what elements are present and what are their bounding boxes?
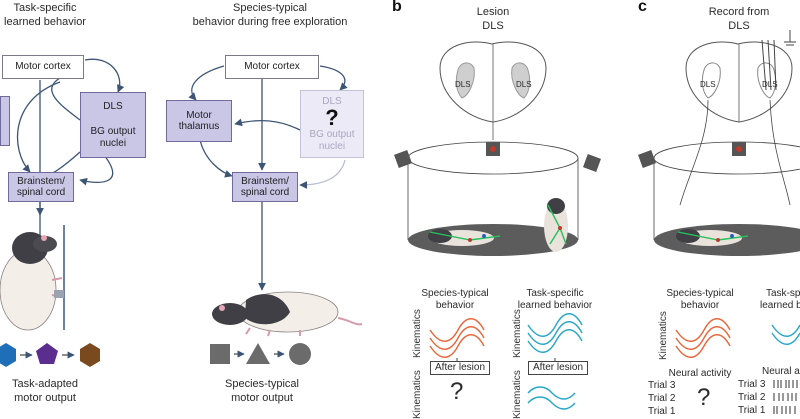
panel-c-letter: c [638, 0, 647, 15]
panel-b-waves [429, 313, 583, 410]
right-brainstem-line1: Brainstem/ [241, 175, 289, 187]
right-question-mark: ? [325, 105, 339, 131]
panel-c-kinematics: Kinematics [658, 311, 669, 360]
panel-c-dls-right: DLS [762, 80, 778, 89]
panel-b-after-lesion-right: After lesion [528, 361, 589, 375]
panel-b-title-line1: Lesion [476, 6, 510, 18]
right-motor-thalamus-box: Motor thalamus [166, 100, 232, 142]
panel-b-task-line2: learned behavior [517, 300, 593, 311]
right-motor-thalamus-line1: Motor [186, 109, 212, 121]
left-title-line1: Task-specific [13, 2, 77, 14]
right-basal-ganglia-box: DLS ? BG output nuclei [300, 90, 364, 158]
panel-c-species-line1: Species-typical [666, 288, 734, 299]
left-brainstem-box: Brainstem/ spinal cord [8, 172, 74, 202]
left-bg-output-line1: BG output [90, 126, 136, 138]
left-output-line1: Task-adapted [11, 378, 79, 390]
panel-b-kinematics-bottom: Kinematics [412, 370, 423, 419]
panel-c-dls-left: DLS [700, 80, 716, 89]
right-output-shapes [210, 343, 311, 365]
panel-b-task-line1: Task-specific [526, 288, 584, 299]
left-dls-label: DLS [103, 100, 123, 112]
right-brainstem-line2: spinal cord [240, 187, 290, 198]
panel-c-task-line2: learned b [760, 300, 800, 311]
left-motor-cortex-box: Motor cortex [2, 55, 84, 79]
panel-c-neural-activity: Neural activity [668, 368, 732, 379]
left-rat-illustration [0, 225, 65, 331]
panel-b-species-line2: behavior [435, 300, 475, 311]
panel-c-task-line1: Task-spe [766, 288, 800, 299]
panel-b-arena [394, 141, 601, 256]
panel-c-brain [685, 39, 793, 123]
right-title-line1: Species-typical [233, 2, 307, 14]
panel-c-waves [675, 318, 800, 358]
panel-b-title-line2: DLS [482, 20, 504, 32]
left-motor-cortex-label: Motor cortex [15, 61, 71, 73]
panel-b-dls-right: DLS [516, 80, 532, 89]
right-motor-thalamus-line2: thalamus [178, 121, 220, 132]
panel-b-dls-left: DLS [455, 80, 471, 89]
right-motor-cortex-label: Motor cortex [244, 61, 300, 73]
panel-b-letter: b [392, 0, 402, 15]
panel-c-trial1-right: Trial 1 [738, 405, 766, 416]
panel-c-title-line2: DLS [728, 20, 750, 32]
panel-b-brain [439, 41, 547, 123]
panel-c-question-mark: ? [697, 384, 711, 411]
left-bg-output-line2: nuclei [99, 137, 127, 149]
right-dls-label: DLS [322, 95, 342, 107]
panel-b-species-line1: Species-typical [421, 288, 489, 299]
left-motor-thalamus-box-cropped [0, 96, 10, 146]
left-output-line2: motor output [14, 392, 76, 404]
left-output-shapes [0, 343, 100, 367]
panel-b-kinematics-top: Kinematics [412, 309, 423, 358]
right-output-line1: Species-typical [225, 378, 299, 390]
left-title-line2: learned behavior [4, 16, 86, 28]
right-motor-cortex-box: Motor cortex [225, 55, 319, 79]
left-basal-ganglia-box: DLS BG output nuclei [80, 92, 146, 158]
right-circuit-arrows [188, 65, 348, 291]
panel-c-trial1: Trial 1 [648, 406, 676, 417]
panel-c-ground-symbol [784, 30, 796, 46]
panel-b-kinematics-right: Kinematics [512, 309, 523, 358]
panel-c-trial3-right: Trial 3 [738, 379, 766, 390]
panel-b-question-mark: ? [450, 378, 464, 405]
panel-c-trial2: Trial 2 [648, 393, 676, 404]
right-rat-illustration [212, 291, 363, 337]
panel-b-kinematics-right-bottom: Kinematics [512, 370, 523, 419]
panel-c-neural-right: Neural ac [762, 366, 800, 377]
panel-c-trial2-right: Trial 2 [738, 392, 766, 403]
right-output-line2: motor output [231, 392, 293, 404]
panel-c-species-line2: behavior [680, 300, 720, 311]
right-bg-output-line1: BG output [309, 129, 355, 141]
panel-c-arena [638, 141, 800, 256]
panel-b-after-lesion-left: After lesion [430, 361, 491, 375]
right-title-line2: behavior during free exploration [192, 16, 348, 28]
panel-c-title-line1: Record from [708, 6, 770, 18]
right-bg-output-line2: nuclei [318, 140, 346, 152]
left-brainstem-line1: Brainstem/ [17, 175, 65, 187]
panel-c-spike-rasters [773, 380, 798, 414]
panel-c-trial3: Trial 3 [648, 380, 676, 391]
left-brainstem-line2: spinal cord [16, 187, 66, 198]
right-brainstem-box: Brainstem/ spinal cord [232, 172, 298, 202]
